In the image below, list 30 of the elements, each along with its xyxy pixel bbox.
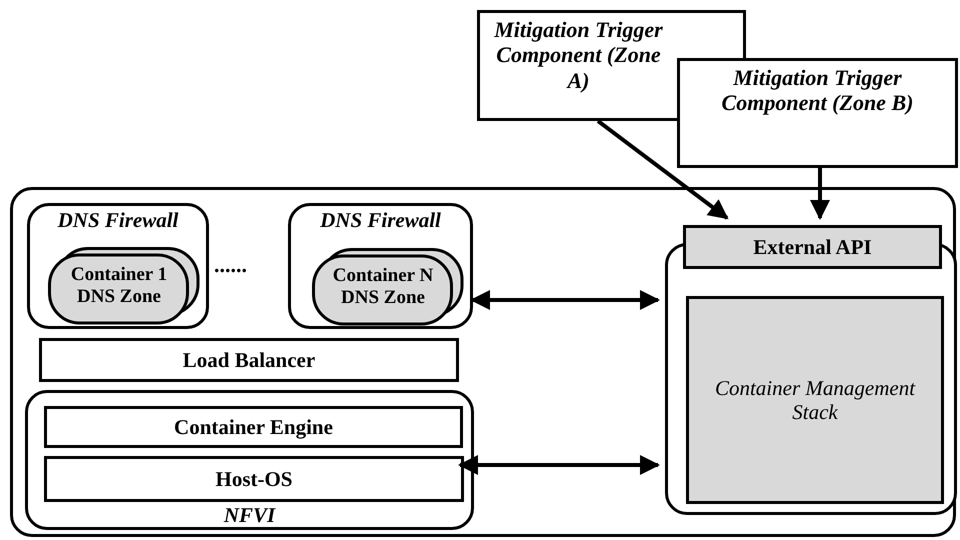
arrow bbox=[596, 119, 729, 220]
container-stack-icon bbox=[48, 247, 200, 325]
node-label: Load Balancer bbox=[182, 348, 316, 372]
group-box bbox=[25, 390, 474, 530]
group-box bbox=[27, 203, 209, 329]
component-box bbox=[44, 456, 464, 502]
frame-box bbox=[10, 187, 956, 537]
node-label: External API bbox=[752, 234, 873, 260]
component-box bbox=[677, 58, 958, 168]
node-label: Container Engine bbox=[173, 414, 334, 440]
group-box bbox=[288, 203, 473, 329]
node-label: DNS Firewall bbox=[56, 208, 180, 232]
component-box bbox=[39, 338, 459, 382]
arrow bbox=[470, 290, 660, 310]
container-stack-icon bbox=[312, 248, 464, 326]
component-box bbox=[477, 10, 677, 121]
node-label: Container Management Stack bbox=[714, 376, 916, 424]
component-box bbox=[683, 225, 942, 269]
arrow bbox=[458, 455, 660, 475]
component-box bbox=[44, 406, 463, 448]
ellipsis-label: ...... bbox=[214, 252, 247, 278]
arrow bbox=[810, 168, 830, 220]
node-label: DNS Firewall bbox=[319, 208, 442, 232]
node-label: Host-OS bbox=[214, 466, 294, 492]
node-label: Container N DNS Zone bbox=[332, 265, 434, 309]
component-box bbox=[686, 296, 944, 504]
node-label: Container 1 DNS Zone bbox=[70, 264, 168, 308]
node-label: NFVI bbox=[222, 502, 277, 527]
node-label: Mitigation Trigger Component (Zone A) bbox=[493, 17, 664, 93]
node-label: Mitigation Trigger Component (Zone B) bbox=[720, 65, 914, 116]
